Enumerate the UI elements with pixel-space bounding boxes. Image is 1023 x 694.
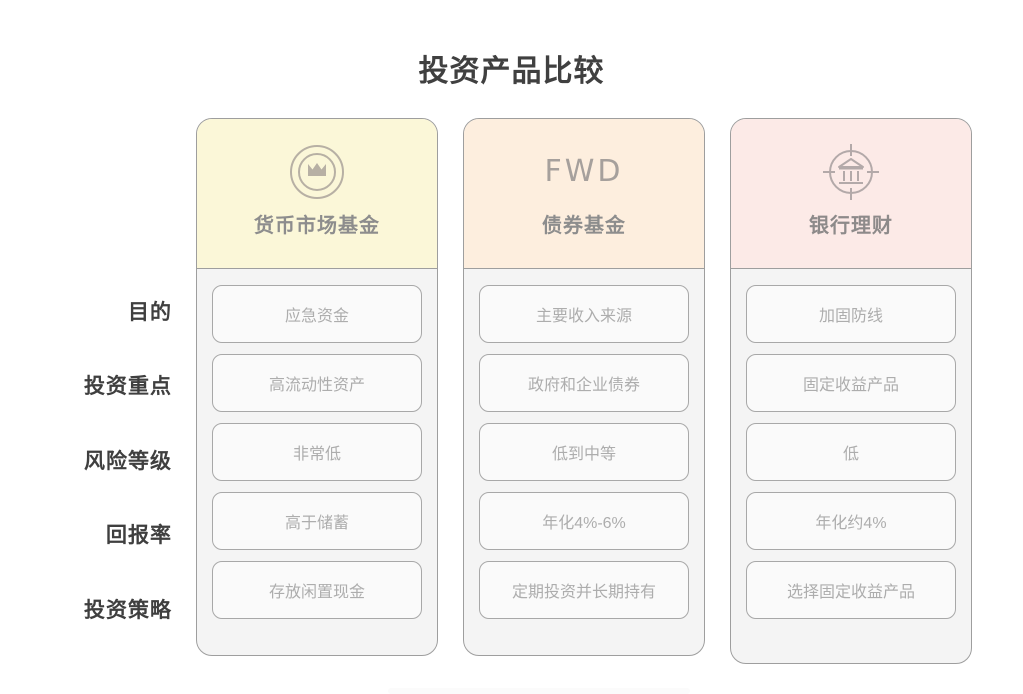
fwd-logo-text: FWD	[544, 154, 624, 189]
cell-strategy[interactable]: 选择固定收益产品	[746, 561, 956, 619]
cell-risk[interactable]: 非常低	[212, 423, 422, 481]
product-column-money-market[interactable]: 货币市场基金 应急资金 高流动性资产 非常低 高于储蓄 存放闲置现金	[196, 118, 438, 656]
cell-focus[interactable]: 固定收益产品	[746, 354, 956, 412]
column-header: 货币市场基金	[197, 119, 437, 269]
row-label-risk: 风险等级	[84, 450, 172, 473]
row-label-return: 回报率	[106, 524, 172, 547]
comparison-table: 目的 投资重点 风险等级 回报率 投资策略 货币市场基金 应急资金 高流动性资产…	[0, 118, 1023, 678]
row-label-focus: 投资重点	[84, 375, 172, 398]
product-column-bank-wealth[interactable]: 银行理财 加固防线 固定收益产品 低 年化约4% 选择固定收益产品	[730, 118, 972, 664]
fwd-wordmark-logo: FWD	[544, 141, 623, 203]
cell-strategy[interactable]: 定期投资并长期持有	[479, 561, 689, 619]
column-title: 银行理财	[809, 215, 893, 237]
cell-focus[interactable]: 政府和企业债券	[479, 354, 689, 412]
column-title: 债券基金	[542, 215, 626, 237]
row-label-column: 目的 投资重点 风险等级 回报率 投资策略	[0, 118, 186, 663]
cell-focus[interactable]: 高流动性资产	[212, 354, 422, 412]
column-header: 银行理财	[731, 119, 971, 269]
column-body: 应急资金 高流动性资产 非常低 高于储蓄 存放闲置现金	[197, 269, 437, 633]
column-title: 货币市场基金	[254, 215, 380, 237]
cell-purpose[interactable]: 加固防线	[746, 285, 956, 343]
cell-return[interactable]: 高于储蓄	[212, 492, 422, 550]
page-title: 投资产品比较	[418, 55, 605, 88]
cell-risk[interactable]: 低到中等	[479, 423, 689, 481]
coin-m-circle-icon	[288, 141, 346, 203]
cell-return[interactable]: 年化4%-6%	[479, 492, 689, 550]
row-label-purpose: 目的	[128, 301, 172, 324]
bank-target-icon	[821, 141, 881, 203]
cell-purpose[interactable]: 应急资金	[212, 285, 422, 343]
column-header: FWD 债券基金	[464, 119, 704, 269]
cell-risk[interactable]: 低	[746, 423, 956, 481]
column-body: 加固防线 固定收益产品 低 年化约4% 选择固定收益产品	[731, 269, 971, 633]
column-body: 主要收入来源 政府和企业债券 低到中等 年化4%-6% 定期投资并长期持有	[464, 269, 704, 633]
row-label-strategy: 投资策略	[84, 599, 172, 622]
product-column-bond-fund[interactable]: FWD 债券基金 主要收入来源 政府和企业债券 低到中等 年化4%-6% 定期投…	[463, 118, 705, 656]
cell-return[interactable]: 年化约4%	[746, 492, 956, 550]
bottom-divider	[388, 688, 690, 694]
cell-purpose[interactable]: 主要收入来源	[479, 285, 689, 343]
cell-strategy[interactable]: 存放闲置现金	[212, 561, 422, 619]
